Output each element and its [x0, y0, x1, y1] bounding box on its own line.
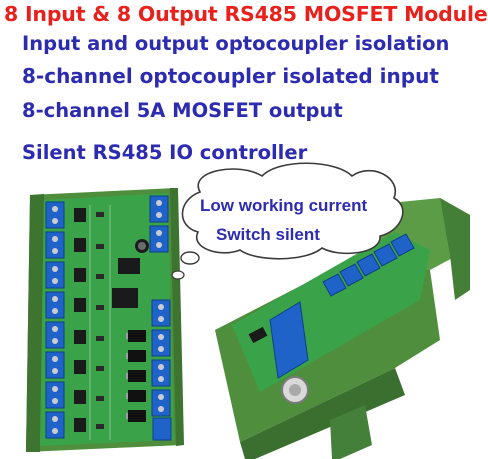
bubble-line-2: Switch silent [216, 225, 320, 244]
product-photo [26, 162, 470, 459]
page-title: 8 Input & 8 Output RS485 MOSFET Module [4, 2, 488, 26]
bubble-line-1: Low working current [200, 196, 368, 215]
feature-line-3: 8-channel 5A MOSFET output [22, 99, 343, 122]
right-board-icon [215, 198, 470, 459]
thought-cloud-icon [171, 162, 404, 280]
feature-line-1: Input and output optocoupler isolation [22, 32, 450, 55]
left-board-icon [26, 188, 184, 452]
feature-line-4: Silent RS485 IO controller [22, 141, 308, 164]
feature-line-2: 8-channel optocoupler isolated input [22, 64, 439, 88]
